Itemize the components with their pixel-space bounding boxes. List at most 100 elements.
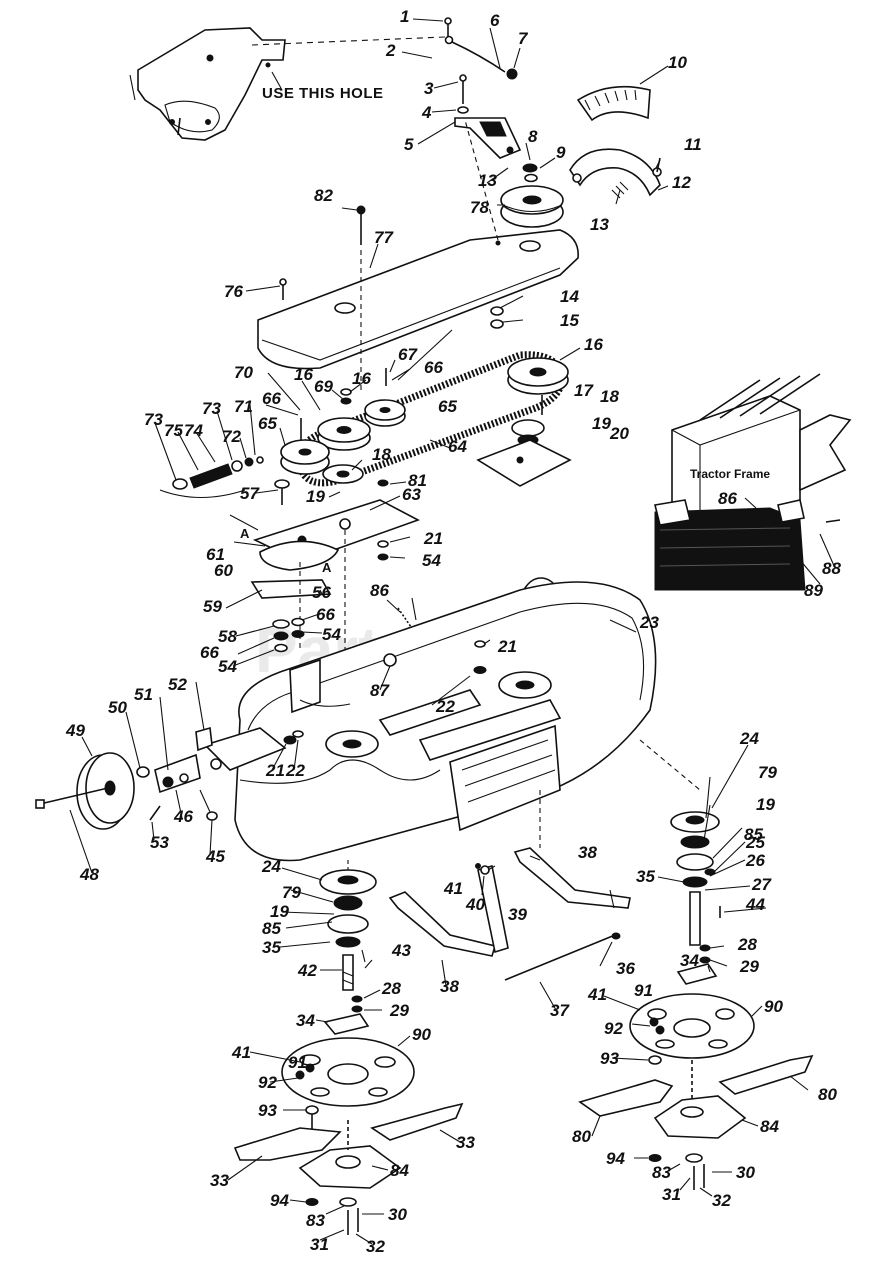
callout-number: 41 (587, 985, 607, 1004)
callout-number: 78 (470, 198, 489, 217)
alignment-dash (639, 739, 701, 791)
belt-cover (257, 229, 579, 370)
nut-16 (340, 388, 352, 396)
bolt-87 (383, 653, 397, 667)
mower-deck (234, 581, 657, 862)
callout-number: 59 (203, 597, 222, 616)
callout-number: 88 (822, 559, 841, 578)
callout-number: 92 (604, 1019, 623, 1038)
callout-labels: 1 2 3 4 5 6 7 8 9 10 11 12 13 13 78 82 7… (65, 7, 841, 1256)
reference-letter-a: A (240, 526, 250, 541)
callout-number: 69 (314, 377, 333, 396)
callout-number: 80 (572, 1127, 591, 1146)
bolt-57 (274, 479, 290, 505)
callout-number: 11 (684, 135, 702, 154)
callout-number: 44 (745, 895, 765, 914)
blade-33-left-a (233, 1127, 342, 1161)
blade-33-left-b (370, 1102, 464, 1141)
callout-number: 10 (668, 53, 687, 72)
callout-number: 90 (412, 1025, 431, 1044)
callout-number: 9 (556, 143, 566, 162)
callout-number: 54 (322, 625, 341, 644)
callout-number: 83 (306, 1211, 325, 1230)
nut-28-right (699, 944, 711, 952)
callout-number: 28 (381, 979, 401, 998)
callout-number: 16 (352, 369, 371, 388)
callout-number: 35 (262, 938, 281, 957)
hole-leader (271, 71, 283, 91)
callout-number: 57 (240, 484, 260, 503)
callout-number: 14 (560, 287, 579, 306)
callout-number: 91 (288, 1053, 307, 1072)
callout-number: 34 (296, 1011, 315, 1030)
callout-number: 13 (590, 215, 609, 234)
callout-number: 85 (262, 919, 281, 938)
washer-22-deck (473, 666, 487, 674)
bolt-53 (149, 805, 161, 821)
callout-number: 30 (736, 1163, 755, 1182)
callout-number: 65 (258, 414, 277, 433)
tractor-frame-inset (654, 373, 852, 591)
idler-linkage (444, 17, 538, 183)
spacer-18 (511, 419, 545, 437)
callout-number: 38 (440, 977, 459, 996)
washer-66b (291, 617, 305, 627)
callout-number: 46 (173, 807, 193, 826)
callout-number: 79 (282, 883, 301, 902)
blade-adapter-90-left (281, 1037, 415, 1107)
callout-number: 86 (718, 489, 737, 508)
cotter-41 (475, 863, 481, 869)
pulley-bracket-34-right (676, 963, 718, 985)
callout-number: 20 (609, 424, 629, 443)
callout-number: 32 (712, 1191, 731, 1210)
right-spindle (670, 811, 720, 946)
callout-number: 63 (402, 485, 421, 504)
callout-number: 43 (391, 941, 411, 960)
callout-number: 22 (285, 761, 305, 780)
callout-number: 38 (578, 843, 597, 862)
callout-number: 31 (662, 1185, 681, 1204)
callout-number: 91 (634, 981, 653, 1000)
callout-number: 67 (398, 345, 418, 364)
wheel-arm-51 (154, 753, 201, 794)
callout-number: 50 (108, 698, 127, 717)
left-spindle (319, 869, 377, 991)
callout-number: 60 (214, 561, 233, 580)
washer-22-side (292, 730, 304, 738)
callout-number: 13 (478, 171, 497, 190)
pulley-16-center (317, 417, 371, 451)
nut-21-deck (474, 640, 486, 648)
callout-number: 26 (745, 851, 765, 870)
callout-number: 66 (424, 358, 443, 377)
callout-number: 19 (306, 487, 325, 506)
pin-86-frame (757, 509, 761, 521)
callout-number: 30 (388, 1205, 407, 1224)
callout-number: 41 (443, 879, 463, 898)
callout-number: 21 (265, 761, 285, 780)
callout-number: 58 (218, 627, 237, 646)
bolt-94-left (305, 1198, 319, 1206)
callout-number: 24 (739, 729, 759, 748)
blade-adapter-90-right (629, 993, 755, 1059)
callout-number: 76 (224, 282, 243, 301)
callout-number: 51 (134, 685, 153, 704)
callout-number: 19 (756, 795, 775, 814)
arm-61 (259, 540, 340, 571)
callout-number: 21 (423, 529, 443, 548)
plate-20 (476, 439, 572, 487)
washer-83-left (339, 1197, 357, 1207)
callout-number: 8 (528, 127, 538, 146)
callout-number: 89 (804, 581, 823, 600)
callout-number: 6 (490, 11, 500, 30)
callout-number: 87 (370, 681, 390, 700)
leader-45 (199, 789, 211, 813)
callout-number: 66 (316, 605, 335, 624)
mounting-bracket (129, 27, 286, 141)
washer-66 (273, 631, 289, 641)
callout-number: 41 (231, 1043, 251, 1062)
callout-leaders (69, 18, 836, 1245)
callout-number: 29 (739, 957, 759, 976)
callout-number: 31 (310, 1235, 329, 1254)
use-this-hole-note: USE THIS HOLE (262, 85, 384, 102)
washer-50 (136, 766, 150, 778)
